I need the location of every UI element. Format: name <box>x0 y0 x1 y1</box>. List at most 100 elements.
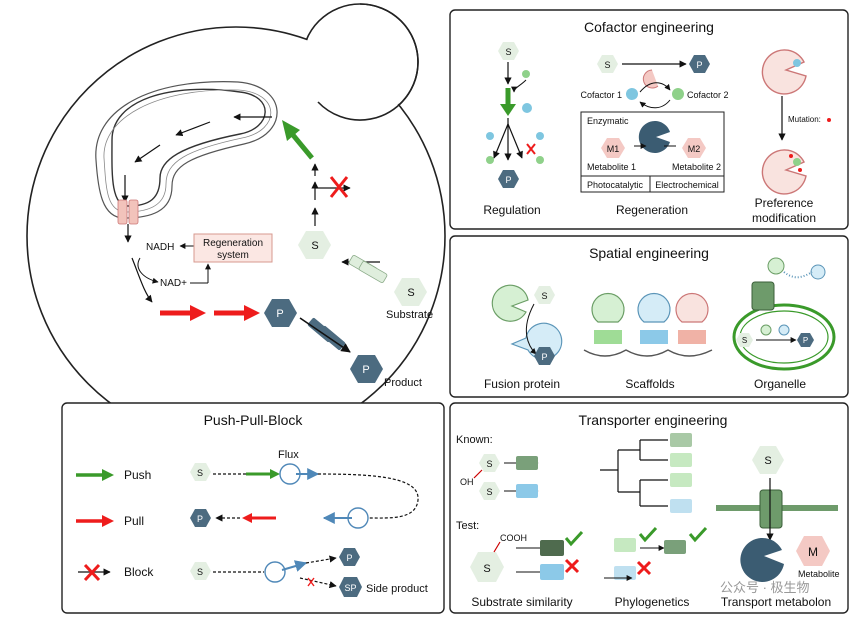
spatial-engineering-panel: Spatial engineering S P Fusion protein S… <box>449 235 849 398</box>
ppb-sp: SP <box>344 583 356 593</box>
green-push-arrow <box>282 120 314 160</box>
scaffold-assembly <box>583 292 713 357</box>
reg-p: P <box>505 175 511 185</box>
x-icon-2 <box>636 560 652 576</box>
transporter-engineering-panel: Transporter engineering Known: S OH S Te… <box>449 402 849 614</box>
ppb-p1: P <box>197 514 203 524</box>
rg-p: P <box>696 60 702 70</box>
mito-transporter <box>117 199 128 225</box>
m1-label: M1 <box>607 144 620 154</box>
side-product-label: Side product <box>366 583 428 595</box>
enzymatic-label: Enzymatic <box>587 116 629 126</box>
p-hex-inside <box>264 299 297 327</box>
watermark: 公众号 · 极生物 <box>720 580 810 595</box>
organelle-channel <box>751 281 775 311</box>
metabolon-enzyme-icon <box>740 537 784 582</box>
reg-s: S <box>505 47 511 57</box>
organelle-membrane <box>732 303 836 371</box>
metabolon-s: S <box>764 455 771 467</box>
organelle-label: Organelle <box>754 377 806 391</box>
photocatalytic-label: Photocatalytic <box>587 180 644 190</box>
ppb-p2: P <box>346 553 352 563</box>
substrate-label: Substrate <box>386 309 433 321</box>
fusion-s: S <box>541 291 547 301</box>
phylogenetic-tree <box>600 439 668 507</box>
p-outside-label: P <box>362 364 369 376</box>
s-hex-outside <box>394 278 427 306</box>
s-outside-label: S <box>407 287 414 299</box>
electrochemical-label: Electrochemical <box>655 180 719 190</box>
ppb-frame <box>61 402 445 614</box>
mutation-label: Mutation: <box>788 115 821 124</box>
fusion-label: Fusion protein <box>484 377 560 391</box>
block-x-icon <box>329 176 349 198</box>
cofactor-title: Cofactor engineering <box>584 19 714 35</box>
known-s2: S <box>486 487 492 497</box>
scaffolds-label: Scaffolds <box>625 377 674 391</box>
spatial-title: Spatial engineering <box>589 245 709 261</box>
regeneration-system-box <box>193 233 273 263</box>
metabolite-label: Metabolite <box>798 569 840 579</box>
test-s: S <box>483 563 490 575</box>
pull-label: Pull <box>124 514 144 528</box>
s-inside-label: S <box>311 240 318 252</box>
fusion-enzyme-1 <box>491 284 529 322</box>
cell-diagram: NADH Regeneration system NAD+ P <box>26 3 446 446</box>
transporter-title: Transporter engineering <box>579 412 728 428</box>
metabolon-m: M <box>808 545 818 559</box>
rg-s: S <box>604 60 610 70</box>
red-pull-arrows <box>160 305 260 321</box>
fusion-p: P <box>541 352 547 362</box>
push-label: Push <box>124 468 151 482</box>
phylogenetics-label: Phylogenetics <box>615 595 690 609</box>
preference-line1: Preference <box>755 196 814 210</box>
transport-metabolon-label: Transport metabolon <box>721 595 831 609</box>
regeneration-label: Regeneration <box>616 203 688 217</box>
pull-legend-arrow <box>102 515 114 527</box>
cooh-label: COOH <box>500 533 527 543</box>
p-inside-label: P <box>276 308 283 320</box>
p-hex-outside <box>350 355 383 383</box>
regulation-label: Regulation <box>483 203 540 217</box>
metabolite1-label: Metabolite 1 <box>587 162 636 172</box>
check-icon-2 <box>638 526 658 543</box>
known-s1: S <box>486 459 492 469</box>
substrate-transporter <box>348 255 388 283</box>
ppb-s1: S <box>197 468 203 478</box>
test-label: Test: <box>456 520 479 532</box>
nadh-label: NADH <box>146 242 174 253</box>
block-label: Block <box>124 565 154 579</box>
metabolite2-label: Metabolite 2 <box>672 162 721 172</box>
regen-line2: system <box>217 250 249 261</box>
push-legend-arrow <box>102 469 114 481</box>
metabolon-transporter <box>759 489 783 529</box>
organelle-p: P <box>803 336 808 345</box>
check-icon-1 <box>564 530 584 547</box>
known-label: Known: <box>456 434 493 446</box>
ppb-title: Push-Pull-Block <box>204 412 304 428</box>
ppb-flux-label: Flux <box>278 449 299 461</box>
cofactor2-label: Cofactor 2 <box>687 90 729 100</box>
regulation-green-arrow <box>500 104 516 116</box>
organelle-s: S <box>742 336 747 345</box>
substrate-similarity-label: Substrate similarity <box>471 595 572 609</box>
enzyme-circle-3 <box>264 561 286 583</box>
check-icon-3 <box>688 526 708 543</box>
nad-label: NAD+ <box>160 278 187 289</box>
product-label: Product <box>384 377 422 389</box>
x-icon-1 <box>564 558 580 574</box>
oh-label: OH <box>460 477 474 487</box>
push-pull-block-panel: Push-Pull-Block Flux Push Pull Block S P <box>61 402 445 614</box>
scissor-icon <box>307 577 315 587</box>
ppb-s2: S <box>197 567 203 577</box>
s-hex-inside <box>298 231 331 259</box>
cofactor-engineering-panel: Cofactor engineering S P Regulation S P … <box>449 9 849 230</box>
regen-line1: Regeneration <box>203 238 263 249</box>
block-legend-x-icon <box>83 563 101 582</box>
enzyme-pacman <box>638 121 670 153</box>
cofactor1-label: Cofactor 1 <box>580 90 622 100</box>
m2-label: M2 <box>688 144 701 154</box>
preference-line2: modification <box>752 211 816 225</box>
